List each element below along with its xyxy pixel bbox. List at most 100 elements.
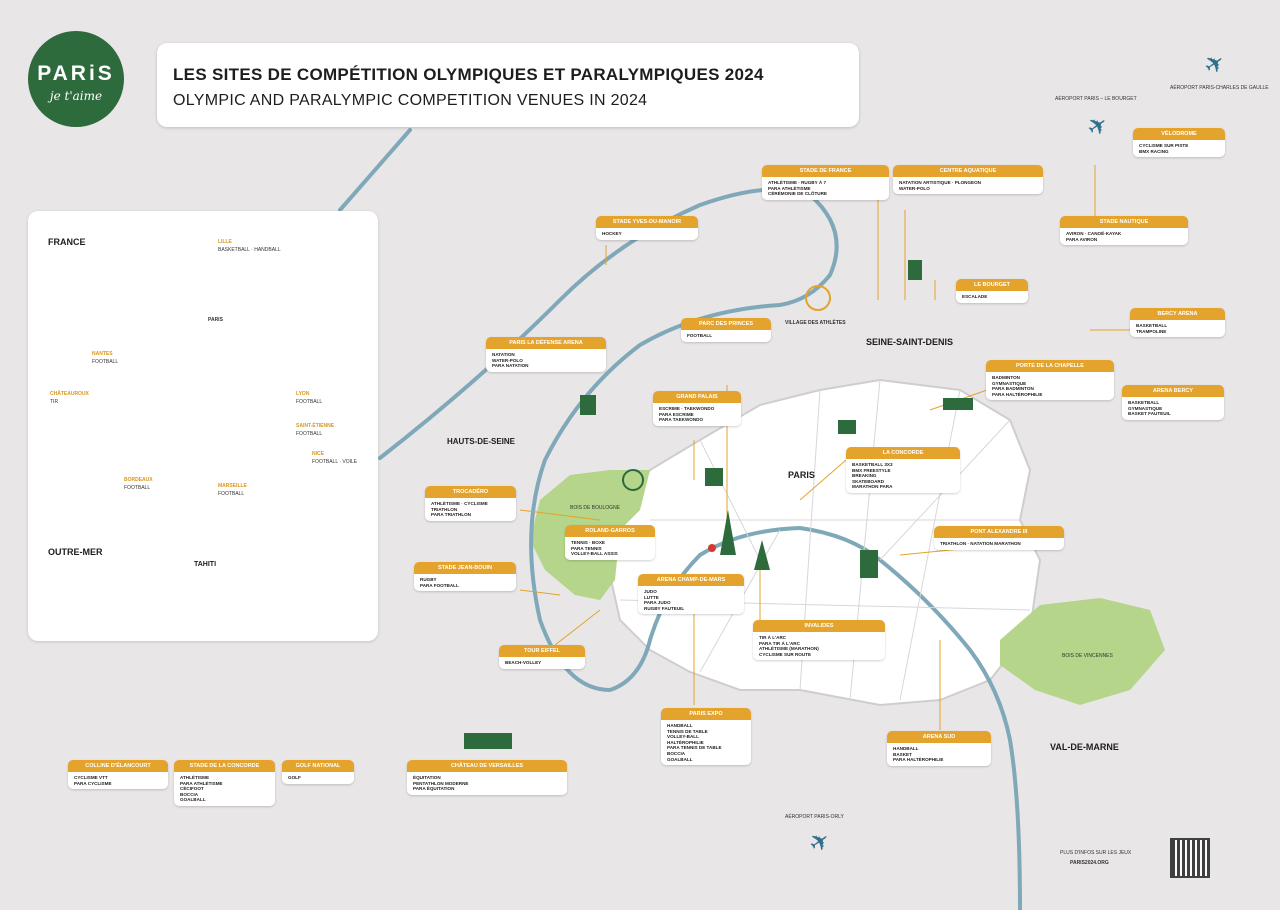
venue-name: LA CONCORDE [846,447,960,459]
eiffel-marker [708,544,716,552]
venue-name: STADE DE FRANCE [762,165,889,177]
venue-name: INVALIDES [753,620,885,632]
venue-name: LE BOURGET [956,279,1028,291]
logo-tagline: je t'aime [49,89,103,103]
inset-city-bordeaux: BORDEAUX [124,477,153,483]
venue-sport: BADMINTON [992,375,1020,380]
title-french: LES SITES DE COMPÉTITION OLYMPIQUES ET P… [173,65,764,84]
bois-de-vincennes-area [1000,598,1165,705]
venue-sport: PARA ÉQUITATION [413,786,455,792]
venue-card[interactable]: TOUR EIFFEL BEACH-VOLLEY [499,645,585,669]
venue-name: GRAND PALAIS [653,391,741,403]
qr-code[interactable] [1170,838,1210,878]
venue-name: ARENA CHAMP-DE-MARS [638,574,744,586]
venue-sport: HOCKEY [602,231,622,236]
venue-sport: WATER-POLO [492,357,523,363]
venue-name: PARIS EXPO [661,708,751,720]
inset-city-chateauroux-sports: TIR [50,399,59,405]
inset-tahiti-label: TAHITI [194,561,217,568]
inset-city-saint-etienne: SAINT-ÉTIENNE [296,423,335,429]
venue-sport: WATER-POLO [899,185,930,191]
venue-name: CHÂTEAU DE VERSAILLES [407,760,567,772]
inset-city-nice-sports: FOOTBALL · VOILE [312,459,358,465]
label-bois-de-boulogne: BOIS DE BOULOGNE [570,505,621,511]
venue-sport: PARA CYCLISME [74,780,112,786]
region-seine-saint-denis: SEINE-SAINT-DENIS [866,337,954,347]
venue-sport: PARA JUDO [644,600,671,606]
seine-river [338,128,412,212]
venue-sport: TRIATHLON [431,506,458,512]
inset-outre-mer-label: OUTRE-MER [48,547,103,557]
venue-sport: PARA HALTÉROPHILIE [893,757,944,763]
venue-sport: CYCLISME SUR ROUTE [759,651,812,657]
venue-name: STADE DE LA CONCORDE [174,760,275,772]
venue-name: STADE JEAN-BOUIN [414,562,516,574]
venue-sport: BOCCIA [667,750,686,756]
venue-sport: CYCLISME VTT [74,775,108,780]
inset-france-label: FRANCE [48,237,86,247]
venue-sport: PENTATHLON MODERNE [413,780,469,786]
venue-sport: NATATION ARTISTIQUE · PLONGEON [899,180,982,185]
venue-name: ARENA BERCY [1122,385,1224,397]
venue-sport: BEACH-VOLLEY [505,660,542,665]
venue-sport: HANDBALL [667,723,693,728]
venue-sport: TENNIS DE TABLE [667,728,708,734]
venue-sport: PARA ATHLÉTISME [180,780,223,786]
venue-sport: PARA ESCRIME [659,411,694,417]
venue-sport: CYCLISME SUR PISTE [1139,143,1189,148]
region-val-de-marne: VAL-DE-MARNE [1050,742,1119,752]
venue-sport: TIR À L'ARC [759,635,787,640]
venue-sport: BREAKING [852,473,877,479]
venue-sport: PARA BADMINTON [992,386,1034,392]
inset-city-marseille: MARSEILLE [218,483,247,489]
venue-sport: SKATEBOARD [852,478,885,484]
venue-sport: ÉQUITATION [413,775,441,780]
venue-name: GOLF NATIONAL [282,760,354,772]
venue-sport: BOCCIA [180,791,199,797]
logo-paris-text: PARiS [37,62,115,85]
inset-city-nantes-sports: FOOTBALL [92,359,119,365]
venue-name: BERCY ARENA [1130,308,1225,320]
venue-sport: MARATHON PARA [852,484,893,490]
venue-name: TOUR EIFFEL [499,645,585,657]
venue-name: PONT ALEXANDRE III [934,526,1064,538]
airport-le-bourget-label: AÉROPORT PARIS – LE BOURGET [1055,96,1137,102]
inset-city-nantes: NANTES [92,351,113,357]
venue-sport: HANDBALL [893,746,919,751]
olympic-village-label: VILLAGE DES ATHLÈTES [785,320,846,326]
venue-sport: ATHLÉTISME · RUGBY À 7 [768,180,827,185]
venue-sport: BASKET [893,751,912,757]
venue-sport: RUGBY FAUTEUIL [644,605,685,611]
france-inset-map: FRANCE OUTRE-MER TAHITI LILLE BASKETBALL… [28,211,378,641]
venue-sport: JUDO [644,589,657,594]
venue-sport: BASKETBALL 3X3 [852,462,893,467]
footer-url[interactable]: PARIS2024.ORG [1070,860,1109,866]
venue-sport: BASKETBALL [1128,400,1160,405]
paris-logo: PARiS je t'aime [28,31,124,127]
